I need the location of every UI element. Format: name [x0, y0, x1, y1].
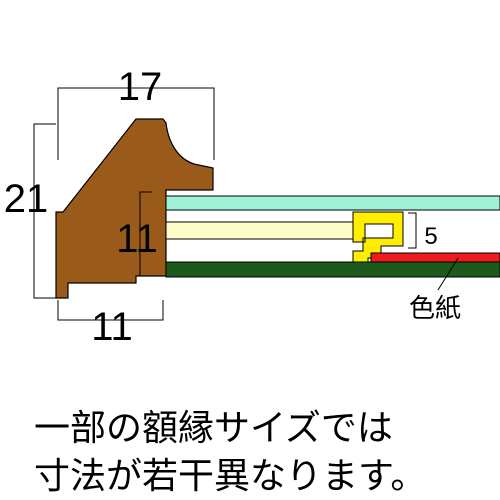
notice-line-1: 一部の額縁サイズでは	[34, 408, 393, 449]
dim-mat-bracket	[408, 212, 417, 249]
notice-line-2: 寸法が若干異なります。	[34, 456, 426, 497]
dim-rabbet-height-label: 11	[116, 217, 158, 261]
glass-layer	[165, 195, 500, 211]
dim-mat-thickness-label: 5	[424, 223, 437, 250]
colored-paper-leader	[437, 257, 459, 291]
frame-moulding-profile	[55, 118, 214, 299]
colored-paper-label: 色紙	[409, 294, 461, 324]
dim-bottom-bracket	[57, 300, 164, 321]
dim-top-bracket	[57, 87, 215, 160]
dim-bottom-width-label: 11	[91, 305, 133, 349]
dim-left-bracket	[33, 123, 56, 299]
mat-clip	[352, 211, 404, 263]
colored-paper-layer	[370, 252, 500, 263]
dimension-lines	[33, 87, 459, 321]
backing-board-layer	[165, 261, 500, 278]
dim-rabbet-bracket	[139, 191, 152, 277]
dim-total-height-label: 21	[4, 177, 49, 221]
mat-board-layer	[165, 221, 361, 240]
dim-top-width-label: 17	[118, 65, 163, 109]
